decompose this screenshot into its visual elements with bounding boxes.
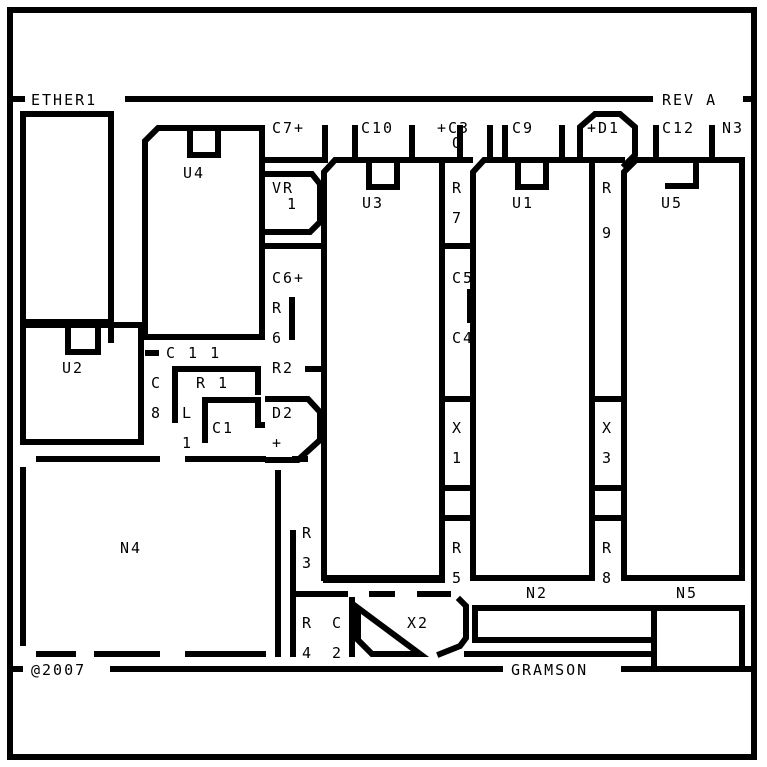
chip-u3-outline [321,157,445,581]
d2-label: D2 [272,404,294,422]
d1-label: +D1 [587,119,620,137]
chip-u3-notch [366,157,400,190]
c11-label: C 1 1 [166,344,221,362]
chip-u3-label: U3 [362,194,384,212]
n5-connector-outline [651,605,745,672]
q-label: Q [452,134,463,152]
c1-label: C1 [212,419,234,437]
board-outline [7,7,757,760]
revision-label: REV A [662,91,717,109]
n3-label: N3 [722,119,744,137]
d1-outline [577,111,638,170]
chip-u5-outline [621,157,745,581]
x3-label: X [602,419,613,437]
n4-label: N4 [120,539,142,557]
chip-u4-outline [142,125,265,340]
x2-outline [355,591,469,658]
board-name-label: ETHER1 [31,91,97,109]
r3-number: 3 [302,554,313,572]
r2-label: R2 [272,359,294,377]
chip-u1-notch [515,157,549,190]
c4-label: C4 [452,329,474,347]
chip-u1-label: U1 [512,194,534,212]
r9-label: R [602,179,613,197]
r4-label: R [302,614,313,632]
r3-label: R [302,524,313,542]
x3-number: 3 [602,449,613,467]
x1-number: 1 [452,449,463,467]
n5-label: N5 [676,584,698,602]
c5-label: C5 [452,269,474,287]
chip-u2-label: U2 [62,359,84,377]
r7-label: R [452,179,463,197]
chip-u2-outline [20,322,144,445]
l1-number: 1 [182,434,193,452]
c8-label: C [151,374,162,392]
author-label: GRAMSON [511,661,588,679]
chip-u1-outline [470,157,595,581]
d2-polarity: + [272,434,283,452]
chip-u4-label: U4 [183,164,205,182]
r7-number: 7 [452,209,463,227]
x1-label: X [452,419,463,437]
c2-number: 2 [332,644,343,662]
r5-number: 5 [452,569,463,587]
chip-u5-notch [665,157,699,189]
r1-label: R 1 [196,374,229,392]
r8-label: R [602,539,613,557]
l1-label: L [182,404,193,422]
c7-label: C7+ [272,119,305,137]
vr1-number: 1 [287,195,298,213]
chip-u5-label: U5 [661,194,683,212]
x2-label: X2 [407,614,429,632]
vr1-outline [264,171,323,235]
c12-label: C12 [662,119,695,137]
copyright-label: @2007 [31,661,86,679]
r6-number: 6 [272,329,283,347]
c10-label: C10 [361,119,394,137]
r4-number: 4 [302,644,313,662]
r9-number: 9 [602,224,613,242]
r6-label: R [272,299,283,317]
c3-label: +C3 [437,119,470,137]
ether-module-outline [20,111,114,325]
vr1-label: VR [272,179,294,197]
c2-label: C [332,614,343,632]
n2-label: N2 [526,584,548,602]
c8-number: 8 [151,404,162,422]
r5-label: R [452,539,463,557]
c9-label: C9 [512,119,534,137]
chip-u2-notch [65,322,101,355]
r8-number: 8 [602,569,613,587]
chip-u4-notch [187,125,221,158]
c6-label: C6+ [272,269,305,287]
c8-r1-outline [172,366,261,423]
l1-outline [202,397,261,443]
